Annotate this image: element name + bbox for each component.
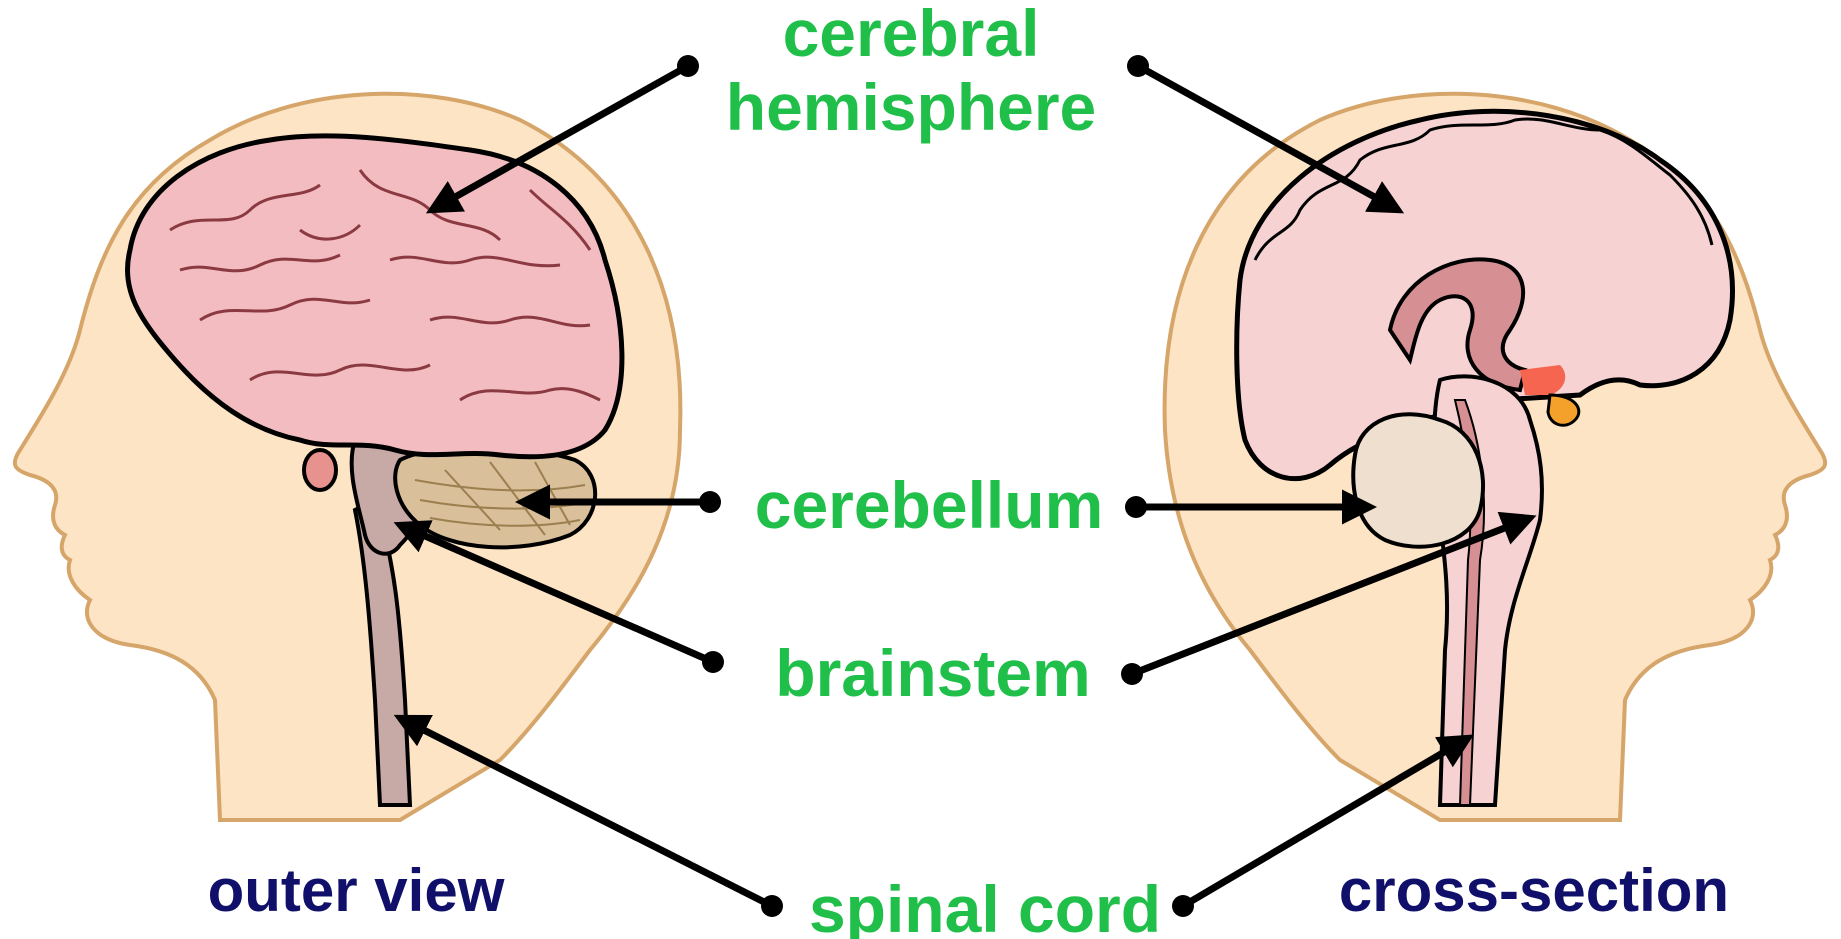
right-cerebellum-section: [1353, 414, 1483, 547]
cross-section-figure: [1165, 94, 1826, 820]
left-pituitary: [304, 450, 336, 490]
label-spinal-cord: spinal cord: [809, 872, 1161, 939]
caption-outer-view: outer view: [208, 857, 505, 924]
label-cerebellum: cerebellum: [755, 468, 1104, 542]
caption-cross-section: cross-section: [1339, 857, 1729, 924]
label-cerebral-line1: cerebral: [783, 0, 1040, 70]
label-brainstem: brainstem: [775, 636, 1090, 710]
label-cerebral-line2: hemisphere: [726, 70, 1096, 144]
outer-view-figure: [15, 94, 681, 820]
